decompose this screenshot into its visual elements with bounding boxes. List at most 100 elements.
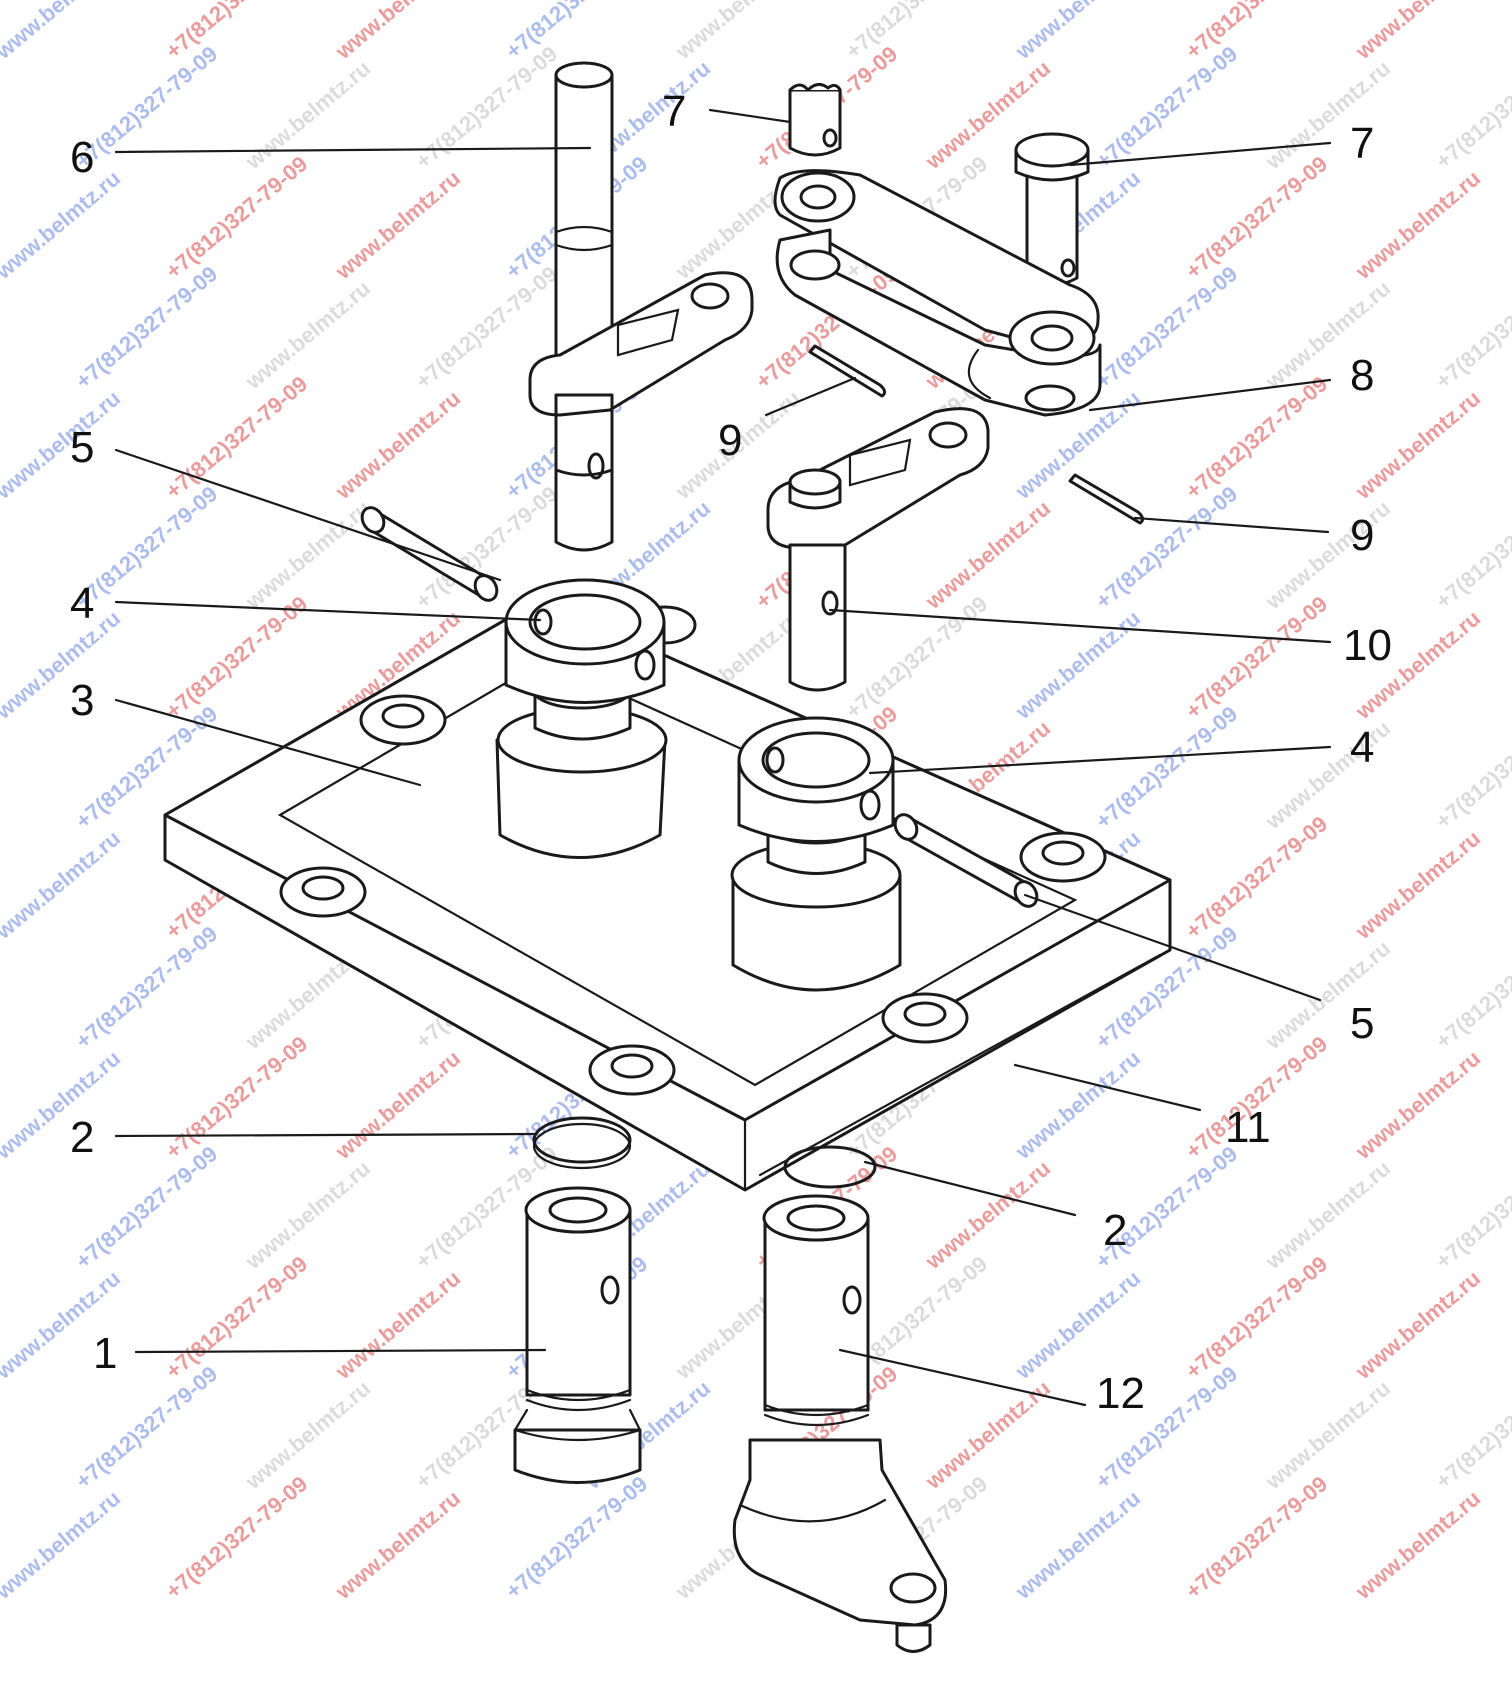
watermark-text: www.belmtz.ru — [0, 825, 125, 944]
watermark-text: www.belmtz.ru — [670, 0, 805, 64]
watermark-text: +7(812)327-79-09 — [1181, 371, 1332, 504]
watermark-text: www.belmtz.ru — [240, 1155, 375, 1274]
callout-3: 3 — [70, 676, 94, 725]
callout-7-right: 7 — [1350, 119, 1374, 168]
watermark-text: www.belmtz.ru — [0, 165, 125, 284]
leader-3 — [114, 698, 422, 787]
watermark-text: www.belmtz.ru — [1260, 935, 1395, 1054]
shaft-6 — [554, 61, 614, 552]
callout-6: 6 — [70, 133, 94, 182]
leader-1 — [134, 1348, 547, 1354]
watermark-text: www.belmtz.ru — [1010, 1485, 1145, 1604]
watermark-text: www.belmtz.ru — [1260, 1155, 1395, 1274]
boss-4 — [881, 992, 969, 1044]
boss-2 — [279, 866, 367, 918]
watermark-text: +7(812)327-79-09 — [1091, 701, 1242, 834]
watermark-text: www.belmtz.ru — [1260, 495, 1395, 614]
watermark-text: www.belmtz.ru — [1260, 1375, 1395, 1494]
callout-9-right: 9 — [1350, 511, 1374, 560]
shaft-12 — [732, 1194, 948, 1653]
watermark-text: +7(812)327-79-09 — [161, 0, 312, 64]
watermark-text: www.belmtz.ru — [0, 1485, 125, 1604]
leader-5a — [114, 448, 502, 582]
leader-10 — [828, 608, 1332, 644]
watermark-text: +7(812)327-79-09 — [161, 371, 312, 504]
callout-5-right: 5 — [1350, 999, 1374, 1048]
watermark-text: +7(812)327-79-09 — [1181, 151, 1332, 284]
cotter-pin-lower — [1068, 473, 1145, 525]
watermark-text: www.belmtz.ru — [0, 0, 125, 64]
watermark-text: www.belmtz.ru — [240, 1375, 375, 1494]
leader-4a — [114, 600, 542, 622]
leader-2a — [114, 1132, 537, 1138]
watermark-text: www.belmtz.ru — [1350, 825, 1485, 944]
watermark-text: www.belmtz.ru — [1350, 165, 1485, 284]
watermark-text: www.belmtz.ru — [1260, 715, 1395, 834]
shaft-6-lower — [554, 393, 614, 477]
watermark-text: +7(812)327-79-09 — [501, 0, 652, 64]
callout-5-left: 5 — [70, 423, 94, 472]
watermark-text: www.belmtz.ru — [1010, 1265, 1145, 1384]
watermark-text: +7(812)327-79-09 — [1181, 811, 1332, 944]
watermark-text: www.belmtz.ru — [330, 0, 465, 64]
watermark-text: www.belmtz.ru — [330, 385, 465, 504]
watermark-text: www.belmtz.ru — [330, 1485, 465, 1604]
watermark-text: www.belmtz.ru — [1350, 1265, 1485, 1384]
watermark-text: +7(812)327-79-09 — [71, 1361, 222, 1494]
watermark-text: www.belmtz.ru — [1350, 1485, 1485, 1604]
boss-1 — [359, 694, 447, 746]
watermark-text: www.belmtz.ru — [0, 1045, 125, 1164]
watermark-text: www.belmtz.ru — [920, 1155, 1055, 1274]
leader-5b — [1023, 893, 1322, 1002]
callout-8: 8 — [1350, 351, 1374, 400]
leader-2b — [863, 1160, 1077, 1217]
watermark-text: +7(812)327-79-09 — [1431, 701, 1512, 834]
watermark-text: +7(812)327-79-09 — [71, 921, 222, 1054]
leader-6 — [114, 146, 592, 154]
watermark-text: www.belmtz.ru — [240, 495, 375, 614]
lever-10 — [766, 407, 990, 550]
watermark-text: www.belmtz.ru — [0, 605, 125, 724]
ring-right — [783, 1145, 877, 1189]
watermark-text: www.belmtz.ru — [330, 1265, 465, 1384]
pin-7-small — [788, 83, 842, 157]
watermark-text: +7(812)327-79-09 — [1181, 591, 1332, 724]
callout-10: 10 — [1343, 621, 1392, 670]
leader-9a — [764, 376, 857, 417]
boss-3 — [588, 1044, 676, 1096]
shaft-10 — [788, 543, 847, 692]
watermark-text: www.belmtz.ru — [330, 1045, 465, 1164]
watermark-text: www.belmtz.ru — [1350, 0, 1485, 64]
watermark-text: +7(812)327-79-09 — [501, 1471, 652, 1604]
lever-upper-left — [528, 271, 754, 417]
callout-1: 1 — [93, 1329, 117, 1378]
leader-4b — [868, 745, 1332, 775]
shaft-1 — [513, 1186, 642, 1484]
leader-11 — [1013, 1063, 1202, 1112]
watermark-text: +7(812)327-79-09 — [1181, 0, 1332, 64]
watermark-text: www.belmtz.ru — [330, 165, 465, 284]
watermark-text: +7(812)327-79-09 — [1431, 921, 1512, 1054]
leader-lines — [114, 108, 1332, 1407]
callout-11: 11 — [1225, 1103, 1271, 1152]
watermark-text: +7(812)327-79-09 — [161, 1031, 312, 1164]
watermark-text: www.belmtz.ru — [1010, 0, 1145, 64]
watermark-text: +7(812)327-79-09 — [1181, 1251, 1332, 1384]
watermark-text: +7(812)327-79-09 — [71, 261, 222, 394]
watermark-text: www.belmtz.ru — [1010, 1045, 1145, 1164]
watermark-text: www.belmtz.ru — [1350, 385, 1485, 504]
leader-9b — [1133, 516, 1330, 534]
callout-4-right: 4 — [1350, 723, 1374, 772]
callout-2-left: 2 — [70, 1113, 94, 1162]
collar-left — [504, 578, 666, 704]
watermark-text: +7(812)327-79-09 — [161, 591, 312, 724]
ring-left — [532, 1116, 632, 1170]
pin-left — [360, 506, 499, 602]
watermark-text: +7(812)327-79-09 — [1431, 261, 1512, 394]
link-8 — [773, 169, 1102, 417]
boss-5 — [1019, 831, 1107, 883]
watermark-text: +7(812)327-79-09 — [841, 0, 992, 64]
watermark-text: +7(812)327-79-09 — [1431, 41, 1512, 174]
watermark-text: +7(812)327-79-09 — [1181, 1471, 1332, 1604]
